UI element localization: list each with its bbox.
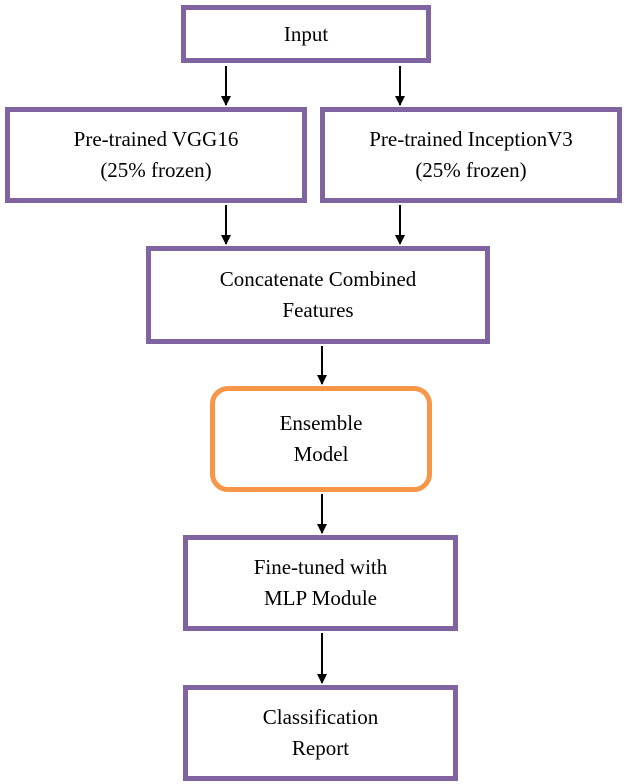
finetune-label-line2: MLP Module <box>264 586 377 610</box>
finetune-label-line1: Fine-tuned with <box>253 555 388 579</box>
report-label-line2: Report <box>291 736 350 760</box>
vgg16-label-line2: (25% frozen) <box>100 158 212 182</box>
inceptionv3-box: Pre-trained InceptionV3 (25% frozen) <box>320 107 622 203</box>
concat-box: Concatenate Combined Features <box>146 246 490 344</box>
concat-label-line1: Concatenate Combined <box>219 267 417 291</box>
finetune-box: Fine-tuned with MLP Module <box>183 535 458 631</box>
inceptionv3-label-line1: Pre-trained InceptionV3 <box>369 127 573 151</box>
vgg16-label-line1: Pre-trained VGG16 <box>73 127 239 151</box>
inceptionv3-label-line2: (25% frozen) <box>415 158 527 182</box>
concat-label-line2: Features <box>282 298 354 322</box>
report-box: Classification Report <box>183 685 458 781</box>
report-label-line1: Classification <box>262 705 379 729</box>
ensemble-label-line1: Ensemble <box>279 411 363 435</box>
vgg16-box: Pre-trained VGG16 (25% frozen) <box>5 107 307 203</box>
input-label: Input <box>283 21 329 46</box>
ensemble-label-line2: Model <box>293 442 349 466</box>
input-box: Input <box>181 5 431 63</box>
ensemble-box: Ensemble Model <box>210 386 432 492</box>
